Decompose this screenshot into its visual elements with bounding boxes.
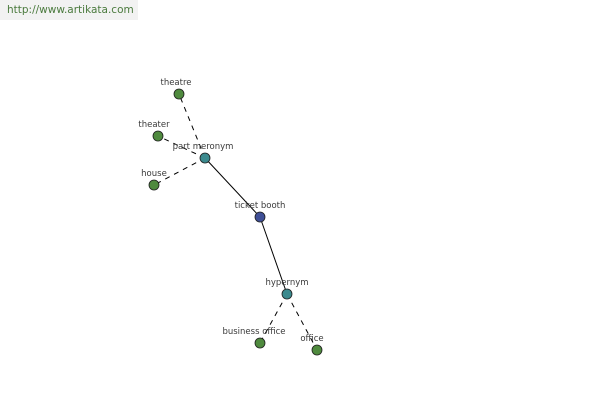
node-label-office: office <box>300 334 323 344</box>
edge-part-meronym-to-theater <box>157 135 206 159</box>
node-business-office[interactable] <box>254 337 266 349</box>
node-label-business-office: business office <box>222 327 285 337</box>
nodes-layer <box>148 88 323 356</box>
edge-hypernym-to-office <box>286 293 318 351</box>
node-ticket-booth[interactable] <box>254 211 266 223</box>
node-label-house: house <box>141 169 167 179</box>
edge-ticket-booth-to-hypernym <box>259 216 288 295</box>
node-theatre[interactable] <box>173 88 185 100</box>
edge-ticket-booth-to-part-meronym <box>204 157 261 218</box>
node-office[interactable] <box>311 344 323 356</box>
node-theater[interactable] <box>152 130 164 142</box>
edges-layer <box>153 93 318 351</box>
node-label-part-meronym: part meronym <box>173 142 234 152</box>
node-house[interactable] <box>148 179 160 191</box>
node-label-ticket-booth: ticket booth <box>235 201 286 211</box>
watermark-url: http://www.artikata.com <box>0 0 138 20</box>
node-hypernym[interactable] <box>281 288 293 300</box>
node-part-meronym[interactable] <box>199 152 211 164</box>
node-label-theater: theater <box>138 120 170 130</box>
edge-part-meronym-to-theatre <box>178 93 206 159</box>
labels-layer: ticket booth part meronym hypernym theatre t… <box>138 78 323 344</box>
node-label-hypernym: hypernym <box>265 278 308 288</box>
node-label-theatre: theatre <box>160 78 191 88</box>
